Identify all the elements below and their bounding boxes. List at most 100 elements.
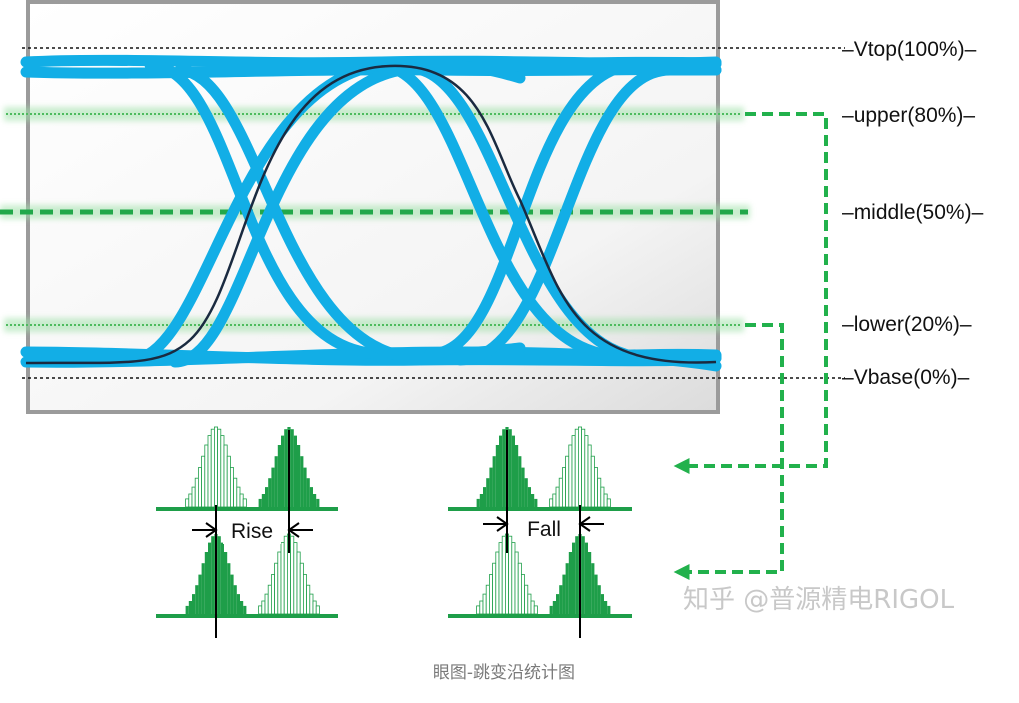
histogram-bin	[502, 429, 506, 507]
histogram-bin	[280, 542, 285, 615]
histogram-bin	[518, 456, 522, 507]
histogram-bin	[588, 552, 592, 614]
histogram-bin	[277, 551, 282, 615]
histogram-bin	[508, 535, 513, 615]
histogram-bin	[267, 584, 272, 615]
histogram-bin	[300, 456, 304, 507]
histogram-bin	[600, 594, 604, 614]
histogram-bin	[229, 467, 234, 508]
histogram-bin	[515, 445, 519, 507]
histogram-bin	[240, 601, 244, 614]
histogram-bin	[587, 444, 592, 508]
histogram-bin	[476, 498, 480, 507]
histogram-bin	[297, 445, 301, 507]
histogram-bin	[313, 494, 317, 507]
histogram-bin	[606, 498, 611, 508]
histogram-bin	[201, 563, 205, 614]
histogram-bin	[315, 605, 320, 615]
label-vtop: –Vtop(100%)–	[842, 38, 977, 61]
histogram-bin	[559, 585, 563, 614]
histogram-bin	[482, 593, 487, 615]
rise-label: Rise	[231, 520, 273, 543]
histogram-bin	[217, 536, 221, 614]
histogram-bin	[575, 536, 579, 614]
histogram-bin	[590, 455, 595, 508]
histogram-bin	[562, 574, 566, 614]
histogram-bin	[571, 435, 576, 508]
histogram-bin	[258, 498, 262, 507]
histogram-bin	[188, 493, 193, 508]
fall-lower-outline-histogram	[476, 533, 538, 615]
histogram-bin	[594, 467, 599, 508]
histogram-bin	[210, 428, 215, 508]
histogram-bin	[565, 455, 570, 508]
histogram-bin	[527, 487, 531, 507]
histogram-bin	[233, 585, 237, 614]
fall-label-bg	[515, 514, 573, 542]
histogram-bin	[531, 494, 535, 507]
histogram-bin	[597, 585, 601, 614]
histogram-bin	[236, 486, 241, 508]
histogram-bin	[309, 593, 314, 615]
histogram-bin	[224, 552, 228, 614]
histogram-bin	[511, 435, 515, 507]
histogram-bin	[185, 605, 189, 614]
histogram-bin	[208, 542, 212, 614]
histogram-bin	[534, 498, 538, 507]
histogram-bin	[242, 498, 247, 508]
histogram-bin	[271, 467, 275, 507]
histogram-bin	[508, 429, 512, 507]
histogram-bin	[213, 426, 218, 508]
histogram-bin	[483, 487, 487, 507]
histogram-bin	[572, 542, 576, 614]
histogram-bin	[499, 435, 503, 507]
histogram-bin	[552, 601, 556, 614]
histogram-bin	[265, 487, 269, 507]
level-labels: –Vtop(100%)– –upper(80%)– –middle(50%)– …	[842, 38, 984, 389]
histogram-bin	[211, 536, 215, 614]
histogram-bin	[306, 584, 311, 615]
rise-upper-filled-histogram	[258, 427, 320, 507]
histogram-bin	[574, 428, 579, 508]
histogram-bin	[479, 600, 484, 615]
falling-edge-trace	[404, 62, 722, 364]
rise-measurement: Rise	[192, 430, 313, 638]
histogram-bin	[555, 486, 560, 508]
histogram-bin	[530, 600, 535, 615]
histogram-bin	[299, 562, 304, 615]
histogram-bin	[220, 542, 224, 614]
histogram-bin	[284, 429, 288, 507]
histogram-bin	[549, 605, 553, 614]
lower-connector-arrow	[673, 323, 784, 580]
histogram-bin	[492, 456, 496, 507]
rise-upper-outline-histogram	[185, 426, 247, 508]
histogram-bin	[270, 574, 275, 615]
fall-label: Fall	[527, 518, 561, 541]
rise-label-bg	[223, 516, 281, 544]
histogram-bin	[604, 601, 608, 614]
connector-arrows	[673, 112, 828, 580]
histogram-bin	[223, 444, 228, 508]
histogram-bin	[584, 542, 588, 614]
histogram-bin	[236, 594, 240, 614]
rising-edge-trace	[424, 58, 722, 360]
edge-histograms	[156, 426, 632, 618]
histogram-bin	[306, 478, 310, 507]
histogram-bin	[521, 574, 526, 615]
histogram-bin	[281, 435, 285, 507]
histogram-bin	[198, 574, 202, 614]
histogram-bin	[309, 487, 313, 507]
histogram-bin	[584, 435, 589, 508]
histogram-bin	[261, 494, 265, 507]
histogram-bin	[233, 477, 238, 508]
histogram-bin	[274, 562, 279, 615]
histogram-bin	[485, 584, 490, 615]
histogram-bin	[201, 455, 206, 508]
histogram-bin	[316, 498, 320, 507]
histogram-bin	[239, 493, 244, 508]
histogram-bin	[501, 535, 506, 615]
histogram-bin	[283, 535, 288, 615]
histogram-bin	[264, 593, 269, 615]
single-waveform-trace	[25, 64, 717, 365]
histogram-bin	[261, 600, 266, 615]
